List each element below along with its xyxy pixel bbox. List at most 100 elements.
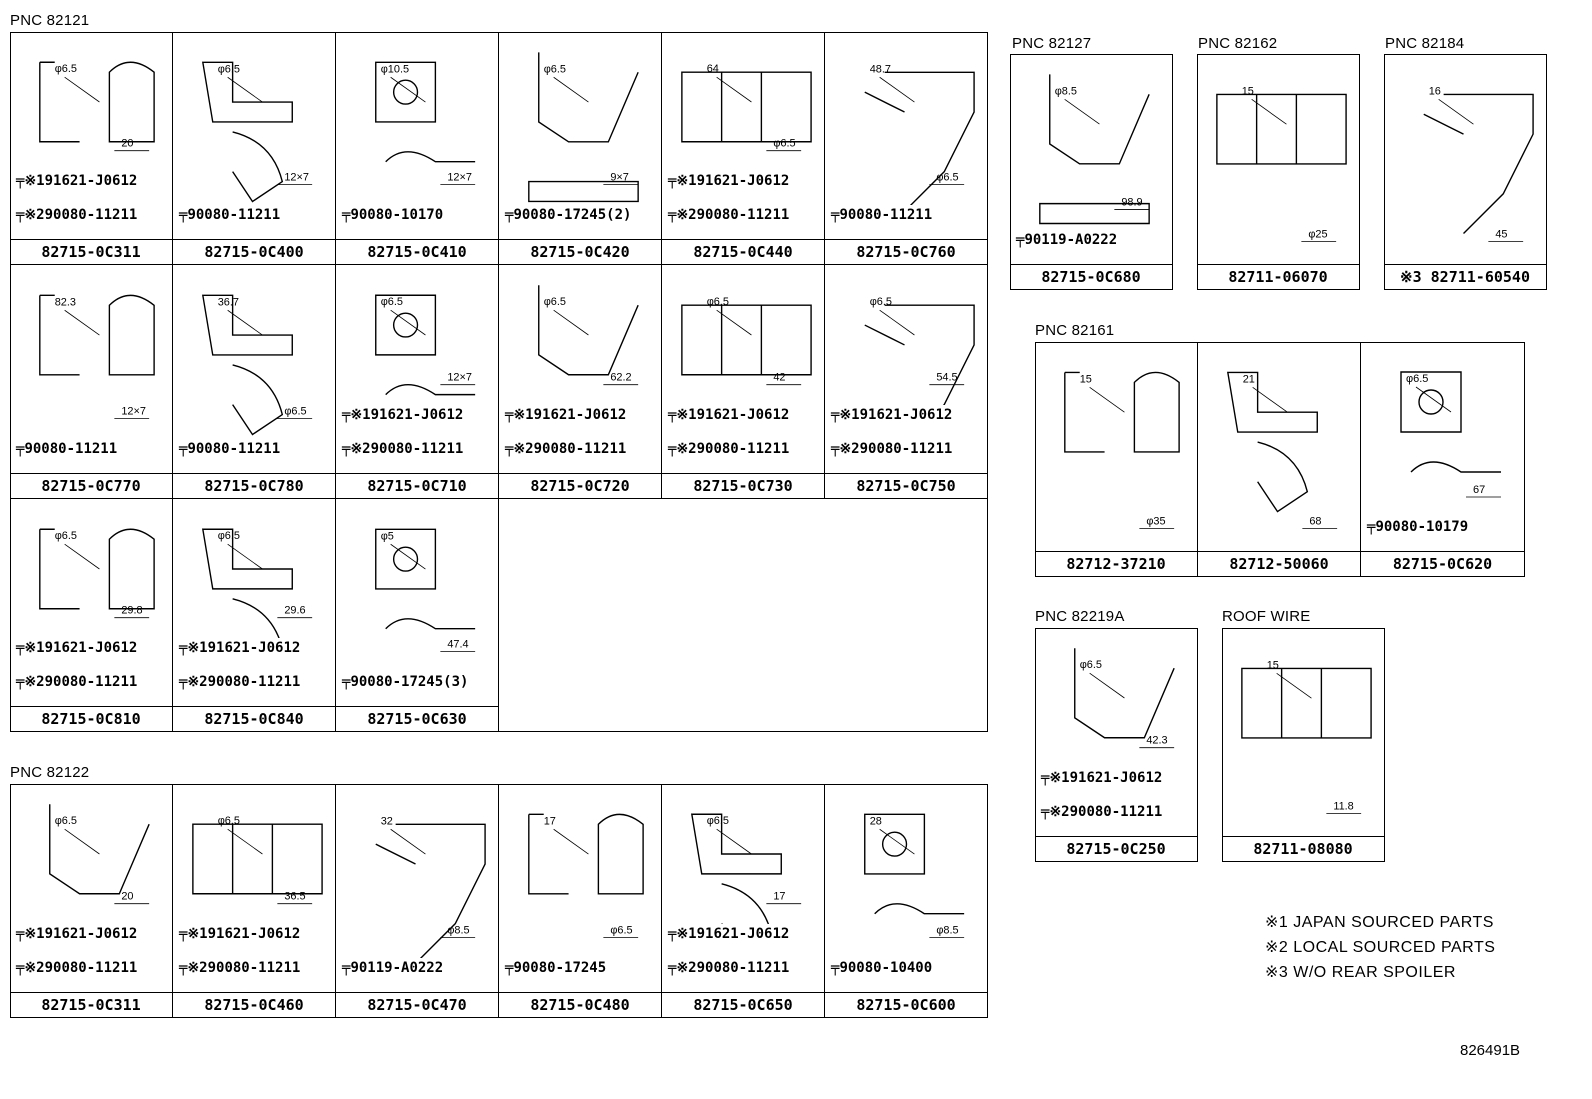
part-outline bbox=[1226, 371, 1318, 513]
bolt-part-number: ╤※191621-J0612 bbox=[668, 926, 789, 942]
part-number: 82715-0C810 bbox=[10, 706, 172, 731]
bolt-part-number: ╤※290080-11211 bbox=[179, 674, 300, 690]
bolt-part-number: ╤※191621-J0612 bbox=[342, 407, 463, 423]
bolt-icon: ╤ bbox=[179, 674, 188, 690]
part-number: 82715-0C780 bbox=[173, 473, 335, 498]
bolt-part-number: ╤※290080-11211 bbox=[342, 441, 463, 457]
bolt-number: ※290080-11211 bbox=[513, 441, 627, 457]
bolt-part-number: ╤※290080-11211 bbox=[16, 207, 137, 223]
bolt-part-number: ╤90080-10179 bbox=[1367, 519, 1468, 535]
bolt-number: 90080-11211 bbox=[187, 207, 281, 223]
dimension-label: φ6.5 bbox=[1080, 659, 1102, 671]
dimension-label: φ6.5 bbox=[707, 815, 729, 827]
part-drawing: 36.7 φ6.5 bbox=[201, 294, 313, 436]
bolt-icon: ╤ bbox=[179, 640, 188, 656]
dimension-label: 36.7 bbox=[218, 296, 239, 308]
group-title: PNC 82121 bbox=[10, 12, 90, 29]
bolt-icon: ╤ bbox=[1367, 519, 1376, 535]
part-drawing: φ6.517 bbox=[690, 813, 802, 924]
part-number: ※3 82711-60540 bbox=[1384, 264, 1546, 289]
dimension-label: 11.8 bbox=[1333, 801, 1353, 813]
bolt-icon: ╤ bbox=[342, 441, 351, 457]
bolt-number: ※191621-J0612 bbox=[187, 926, 301, 942]
bolt-part-number: ╤90080-17245 bbox=[505, 960, 606, 976]
part-drawing: φ6.520 bbox=[49, 804, 150, 905]
bolt-icon: ╤ bbox=[831, 407, 840, 423]
bolt-icon: ╤ bbox=[179, 960, 188, 976]
bolt-part-number: ╤※191621-J0612 bbox=[16, 173, 137, 189]
bolt-icon: ╤ bbox=[505, 960, 514, 976]
part-number: 82715-0C440 bbox=[662, 239, 824, 264]
bolt-icon: ╤ bbox=[668, 441, 677, 457]
dimension-label: 15 bbox=[1080, 373, 1092, 385]
bolt-icon: ╤ bbox=[505, 441, 514, 457]
part-outline bbox=[681, 71, 812, 143]
bolt-icon: ╤ bbox=[831, 207, 840, 223]
bolt-part-number: ╤90080-10400 bbox=[831, 960, 932, 976]
bolt-number: ※290080-11211 bbox=[24, 207, 138, 223]
part-outline bbox=[528, 813, 644, 895]
dimension-label: 98.9 bbox=[1121, 197, 1142, 209]
dimension-label: φ6.5 bbox=[55, 530, 77, 542]
dimension-label: 20 bbox=[121, 891, 133, 903]
dimension-label: φ6.5 bbox=[218, 530, 240, 542]
bolt-icon: ╤ bbox=[668, 960, 677, 976]
bolt-number: ※191621-J0612 bbox=[676, 407, 790, 423]
bolt-part-number: ╤※290080-11211 bbox=[505, 441, 626, 457]
bolt-part-number: ╤※290080-11211 bbox=[179, 960, 300, 976]
part-outline bbox=[538, 285, 639, 376]
part-outline bbox=[375, 61, 476, 163]
dimension-label: 45 bbox=[1495, 229, 1507, 241]
bolt-number: 90080-11211 bbox=[24, 441, 118, 457]
bolt-number: ※290080-11211 bbox=[676, 441, 790, 457]
dimension-label: 42 bbox=[773, 372, 785, 384]
bolt-number: 90080-17245 bbox=[513, 960, 607, 976]
part-outline bbox=[201, 528, 293, 638]
bolt-icon: ╤ bbox=[505, 407, 514, 423]
group-title: PNC 82122 bbox=[10, 764, 90, 781]
dimension-label: 32 bbox=[381, 815, 393, 827]
part-outline bbox=[201, 61, 293, 203]
part-outline bbox=[1064, 371, 1180, 453]
dimension-label: φ6.5 bbox=[284, 406, 306, 418]
part-drawing: φ6.542.3 bbox=[1074, 648, 1175, 749]
part-number: 82715-0C650 bbox=[662, 992, 824, 1017]
dimension-label: φ35 bbox=[1146, 516, 1165, 528]
dimension-label: 48.7 bbox=[870, 63, 891, 75]
bolt-part-number: ╤※191621-J0612 bbox=[668, 407, 789, 423]
group-title: ROOF WIRE bbox=[1222, 608, 1311, 625]
part-outline bbox=[375, 294, 476, 396]
bolt-icon: ╤ bbox=[1041, 770, 1050, 786]
dimension-label: 64 bbox=[707, 63, 719, 75]
figure-id: 826491B bbox=[1460, 1042, 1521, 1059]
part-drawing: 48.7 φ6.5 bbox=[864, 63, 975, 205]
bolt-icon: ╤ bbox=[831, 441, 840, 457]
dimension-label: 20 bbox=[121, 138, 133, 150]
bolt-icon: ╤ bbox=[1041, 804, 1050, 820]
part-drawing: φ6.520 bbox=[39, 61, 155, 152]
bolt-number: ※191621-J0612 bbox=[676, 926, 790, 942]
part-outline bbox=[39, 528, 155, 610]
part-number: 82715-0C470 bbox=[336, 992, 498, 1017]
bolt-part-number: ╤※191621-J0612 bbox=[179, 640, 300, 656]
bolt-part-number: ╤※290080-11211 bbox=[831, 441, 952, 457]
bolt-part-number: ╤90080-17245(2) bbox=[505, 207, 631, 223]
dimension-label: φ6.5 bbox=[936, 172, 958, 184]
part-number: 82711-06070 bbox=[1197, 264, 1359, 289]
dimension-label: 28 bbox=[870, 815, 882, 827]
